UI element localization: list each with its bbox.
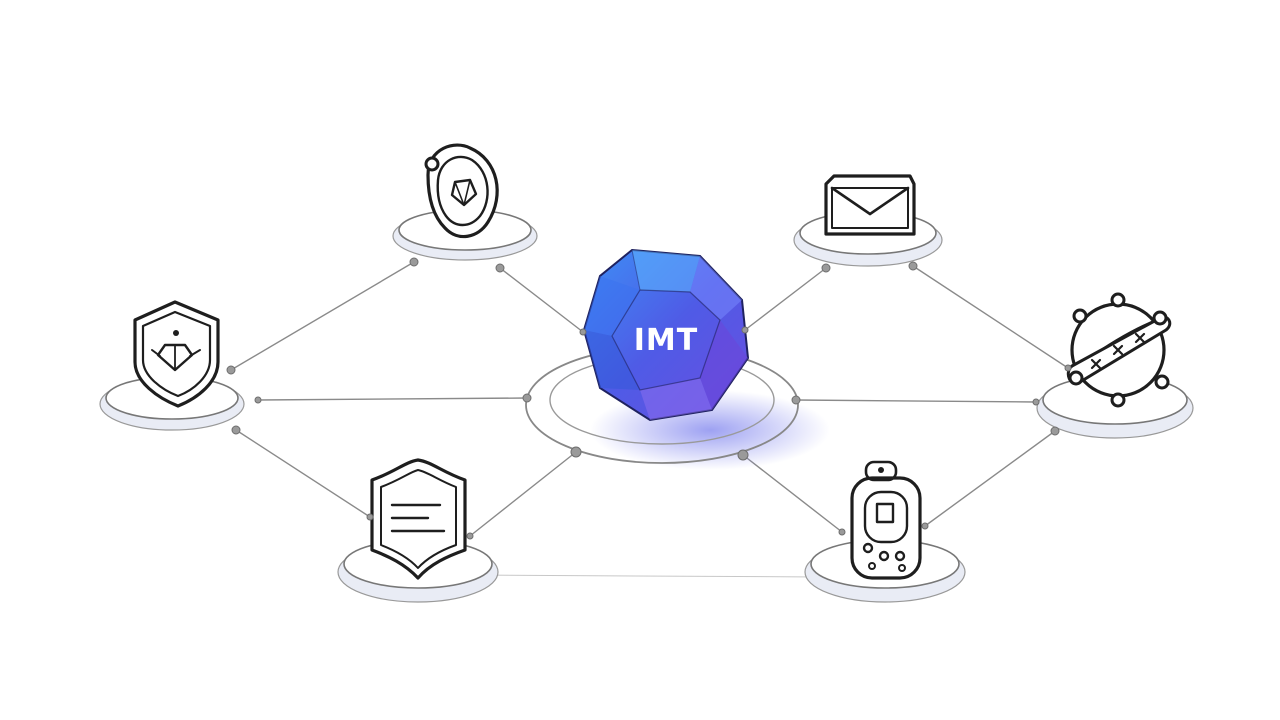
edge-center-remote <box>742 454 843 533</box>
node-orbit-satellite[interactable] <box>1032 292 1194 439</box>
edge-envelope-satellite <box>912 265 1069 369</box>
connector-dot <box>838 528 846 536</box>
node-remote-device[interactable] <box>804 460 966 603</box>
edge-center-document <box>469 451 577 537</box>
gem-icon <box>582 248 750 422</box>
connector-dot <box>579 328 587 336</box>
edge-tag-center <box>499 267 584 333</box>
connector-dot <box>409 257 419 267</box>
node-shield-token[interactable] <box>99 300 262 435</box>
connector-dot <box>570 446 582 458</box>
connector-dot <box>741 326 749 334</box>
connector-dot <box>226 365 236 375</box>
node-envelope[interactable] <box>793 174 944 273</box>
edge-shield-document <box>235 429 371 518</box>
center-label: IMT <box>634 323 698 358</box>
connector-dot <box>495 263 505 273</box>
edge-tag-shield <box>230 261 415 371</box>
connector-dot <box>821 263 831 273</box>
connector-dot <box>254 396 262 404</box>
edge-shield-center <box>257 397 528 401</box>
shield-emblem-icon <box>133 300 220 408</box>
edge-center-satellite <box>795 399 1037 403</box>
center-connectors <box>522 326 801 461</box>
center-node[interactable]: IMT <box>525 248 830 470</box>
connector-dot <box>522 393 532 403</box>
node-document-shield[interactable] <box>337 458 499 603</box>
satellite-orbit-icon <box>1066 292 1172 408</box>
edge-floor <box>469 574 821 578</box>
crystal-tag-icon <box>424 143 499 239</box>
connector-dot <box>231 425 241 435</box>
envelope-icon <box>824 174 916 236</box>
connector-dot <box>791 395 801 405</box>
connector-dot <box>466 532 474 540</box>
edge-satellite-remote <box>924 430 1056 527</box>
connector-dot <box>921 522 929 530</box>
edge-envelope-center <box>744 267 827 331</box>
connector-dot <box>908 261 918 271</box>
node-tag-crystal[interactable] <box>392 143 538 273</box>
document-shield-icon <box>370 458 467 580</box>
connector-dot <box>1050 426 1060 436</box>
connection-lines <box>230 261 1069 578</box>
connector-dot <box>737 449 749 461</box>
connector-dot <box>1064 364 1072 372</box>
connector-dot <box>1032 398 1040 406</box>
connector-dot <box>366 513 374 521</box>
remote-device-icon <box>850 460 922 580</box>
